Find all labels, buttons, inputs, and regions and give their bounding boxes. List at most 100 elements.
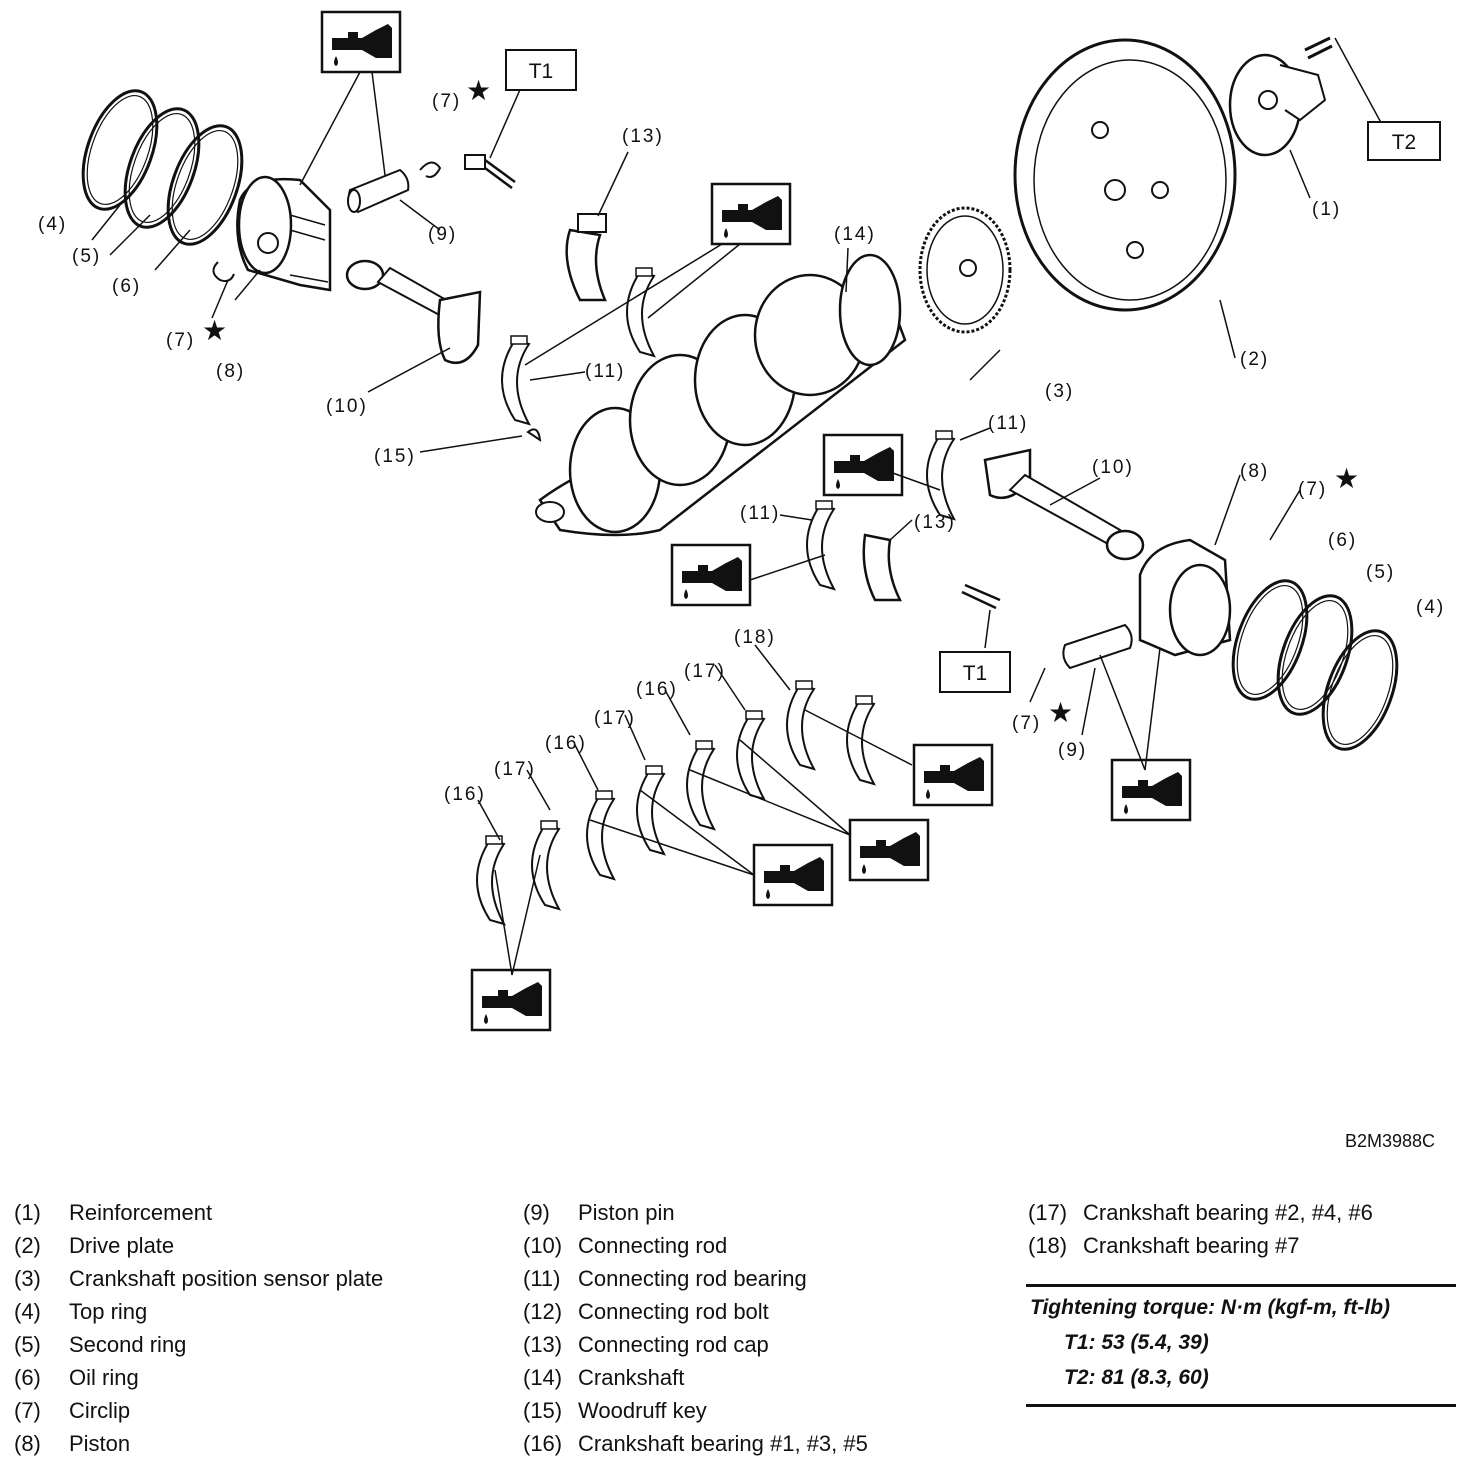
svg-text:(9): (9) xyxy=(428,224,457,245)
piston-right xyxy=(1138,538,1232,657)
svg-text:(1): (1) xyxy=(1312,199,1341,220)
callouts: (1) (2) (3) (4) (4) (5) (5) (6) (6) (7) … xyxy=(38,91,1445,805)
svg-text:(17): (17) xyxy=(594,708,636,729)
torque-box-t1-bottom: T1 xyxy=(939,651,1011,693)
svg-text:(10): (10) xyxy=(326,396,368,417)
rings-right xyxy=(1217,569,1413,761)
svg-text:(13): (13) xyxy=(914,512,956,533)
svg-text:(16): (16) xyxy=(444,784,486,805)
svg-text:(7): (7) xyxy=(432,91,461,112)
reinforcement xyxy=(1228,53,1327,157)
torque-rule-bottom xyxy=(1026,1404,1456,1407)
svg-text:(2): (2) xyxy=(1240,349,1269,370)
connecting-rod-left xyxy=(345,259,482,365)
svg-text:(10): (10) xyxy=(1092,457,1134,478)
svg-text:T2: T2 xyxy=(1392,131,1417,154)
star-icon: ★ xyxy=(466,75,491,106)
legend-item: (9)Piston pin xyxy=(523,1200,675,1225)
legend-item: (8)Piston xyxy=(14,1431,131,1456)
oil-can-icon xyxy=(912,743,994,807)
legend-item: (11)Connecting rod bearing xyxy=(523,1266,807,1291)
torque-t1: T1: 53 (5.4, 39) xyxy=(1064,1331,1209,1354)
crankshaft-position-sensor-plate xyxy=(918,206,1012,334)
oil-can-icon xyxy=(320,10,402,74)
legend-column-1: (1)Reinforcement (2)Drive plate (3)Crank… xyxy=(14,1196,383,1460)
svg-text:(16): (16) xyxy=(636,679,678,700)
legend-item: (10)Connecting rod xyxy=(523,1233,728,1258)
svg-text:(11): (11) xyxy=(988,413,1028,434)
svg-text:(18): (18) xyxy=(734,627,776,648)
svg-text:(11): (11) xyxy=(740,503,780,524)
piston-pin-right xyxy=(1062,623,1133,670)
torque-box-t1-top: T1 xyxy=(505,49,577,91)
legend-item: (6)Oil ring xyxy=(14,1365,139,1390)
svg-text:(7): (7) xyxy=(166,330,195,351)
svg-text:(5): (5) xyxy=(72,246,101,267)
svg-text:(14): (14) xyxy=(834,224,876,245)
connecting-rod-right xyxy=(983,448,1145,561)
legend-item: (1)Reinforcement xyxy=(14,1200,213,1225)
svg-text:T1: T1 xyxy=(529,60,554,83)
torque-heading: Tightening torque: N·m (kgf-m, ft-lb) xyxy=(1030,1296,1391,1319)
star-icon: ★ xyxy=(202,315,227,346)
rod-cap-right xyxy=(862,533,903,602)
legend-item: (16)Crankshaft bearing #1, #3, #5 xyxy=(523,1431,868,1456)
torque-box-t2: T2 xyxy=(1367,121,1441,161)
oil-can-icon xyxy=(752,843,834,907)
crankshaft xyxy=(535,253,907,537)
star-icons: ★ ★ ★ ★ xyxy=(202,75,1359,728)
svg-text:(13): (13) xyxy=(622,126,664,147)
piston-pin-left xyxy=(347,168,410,214)
legend-item: (7)Circlip xyxy=(14,1398,131,1423)
rod-bearing-right-upper xyxy=(926,430,955,520)
svg-text:(15): (15) xyxy=(374,446,416,467)
legend-item: (4)Top ring xyxy=(14,1299,148,1324)
legend-item: (12)Connecting rod bolt xyxy=(523,1299,769,1324)
bolt-right xyxy=(961,583,1001,610)
legend-item: (15)Woodruff key xyxy=(523,1398,707,1423)
svg-text:(9): (9) xyxy=(1058,740,1087,761)
svg-text:(7): (7) xyxy=(1298,479,1327,500)
svg-text:(4): (4) xyxy=(38,214,67,235)
oil-can-icon xyxy=(670,543,752,607)
drive-plate xyxy=(1013,38,1237,312)
torque-t2: T2: 81 (8.3, 60) xyxy=(1064,1366,1209,1389)
legend-column-3: (17)Crankshaft bearing #2, #4, #6 (18)Cr… xyxy=(1028,1196,1373,1262)
rod-bearing-left-upper xyxy=(626,267,655,357)
legend-column-2: (9)Piston pin (10)Connecting rod (11)Con… xyxy=(523,1196,868,1460)
piston-left xyxy=(236,175,332,292)
legend-item: (3)Crankshaft position sensor plate xyxy=(14,1266,384,1291)
svg-text:(16): (16) xyxy=(545,733,587,754)
rod-bearing-left-lower xyxy=(501,335,530,425)
svg-text:T1: T1 xyxy=(963,662,988,685)
legend-item: (2)Drive plate xyxy=(14,1233,175,1258)
leader-lines xyxy=(91,37,1386,976)
svg-text:(17): (17) xyxy=(494,759,536,780)
drawing-id: B2M3988C xyxy=(1345,1131,1436,1151)
svg-text:(5): (5) xyxy=(1366,562,1395,583)
drive-plate-bolt xyxy=(1304,36,1333,60)
star-icon: ★ xyxy=(1334,463,1359,494)
legend-item: (14)Crankshaft xyxy=(523,1365,685,1390)
rings-left xyxy=(67,79,258,256)
exploded-view-diagram: T1 T2 T1 ★ ★ ★ ★ (1) (2) (3) (4) (4) (5)… xyxy=(38,10,1445,1032)
oil-can-icon xyxy=(848,818,930,882)
svg-text:(8): (8) xyxy=(1240,461,1269,482)
oil-can-icon xyxy=(470,968,552,1032)
oil-can-icon xyxy=(710,182,792,246)
bolt-left xyxy=(464,154,516,190)
torque-rule-top xyxy=(1026,1284,1456,1287)
legend-item: (5)Second ring xyxy=(14,1332,187,1357)
svg-text:(11): (11) xyxy=(585,361,625,382)
svg-text:(4): (4) xyxy=(1416,597,1445,618)
svg-text:(6): (6) xyxy=(1328,530,1357,551)
legend-item: (17)Crankshaft bearing #2, #4, #6 xyxy=(1028,1200,1373,1225)
oil-can-icon xyxy=(1110,758,1192,822)
legend-item: (18)Crankshaft bearing #7 xyxy=(1028,1233,1300,1258)
rod-bearing-right-lower xyxy=(806,500,835,590)
svg-text:(6): (6) xyxy=(112,276,141,297)
woodruff-key xyxy=(526,428,542,443)
svg-text:(7): (7) xyxy=(1012,713,1041,734)
legend-item: (13)Connecting rod cap xyxy=(523,1332,769,1357)
rod-cap-left xyxy=(565,213,607,302)
